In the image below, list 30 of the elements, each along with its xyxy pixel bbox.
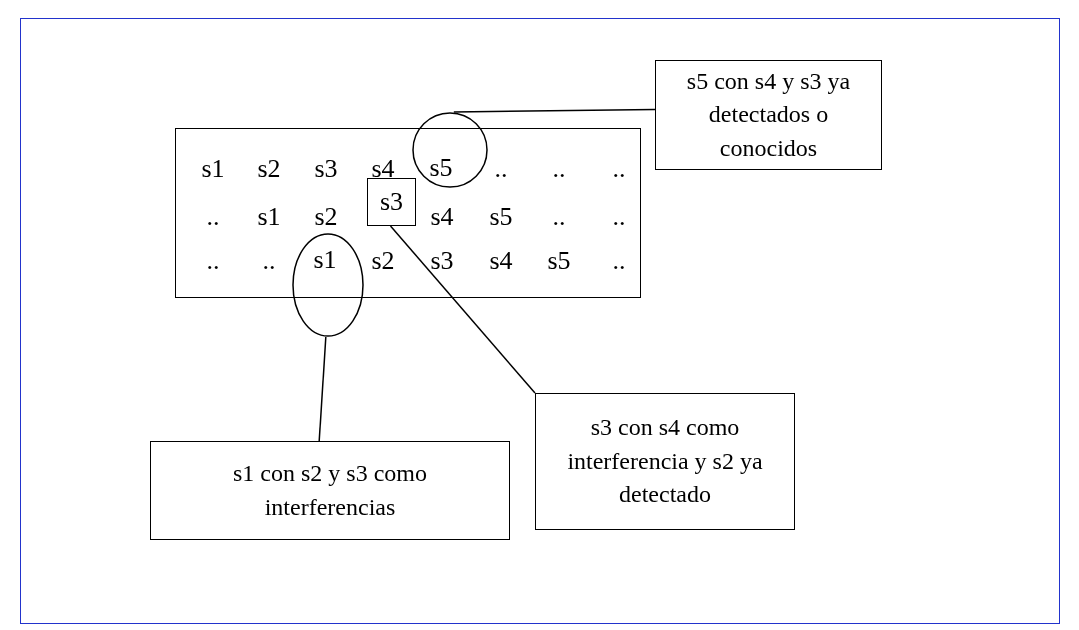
cell-text: s4 xyxy=(488,246,514,276)
cell-text: s2 xyxy=(256,154,282,184)
cell-text: s1 xyxy=(312,245,338,275)
cell-text: s2 xyxy=(370,246,396,276)
cell-text: .. xyxy=(611,154,627,184)
cell-text: s3 xyxy=(429,246,455,276)
cell-text: .. xyxy=(261,246,277,276)
callout-box: s1 con s2 y s3 como interferencias xyxy=(150,441,510,540)
cell-text: .. xyxy=(205,246,221,276)
cell-text: s3 xyxy=(313,154,339,184)
cell-text: .. xyxy=(493,154,509,184)
callout-box: s3 con s4 como interferencia y s2 ya detectado xyxy=(535,393,795,530)
cell-text: .. xyxy=(551,154,567,184)
leader-line xyxy=(453,108,656,113)
leader-line xyxy=(318,336,327,442)
cell-text: s5 xyxy=(428,153,454,183)
highlighted-cell: s3 xyxy=(367,178,416,226)
leader-line xyxy=(389,225,536,394)
cell-text: s1 xyxy=(200,154,226,184)
grid-frame xyxy=(175,128,641,298)
cell-text: s4 xyxy=(429,202,455,232)
cell-text: s2 xyxy=(313,202,339,232)
cell-text: s1 xyxy=(256,202,282,232)
cell-text: .. xyxy=(205,202,221,232)
cell-text: .. xyxy=(611,202,627,232)
callout-box: s5 con s4 y s3 ya detectados o conocidos xyxy=(655,60,882,170)
cell-text: s5 xyxy=(546,246,572,276)
cell-text: s5 xyxy=(488,202,514,232)
cell-text: .. xyxy=(551,202,567,232)
cell-text: .. xyxy=(611,246,627,276)
